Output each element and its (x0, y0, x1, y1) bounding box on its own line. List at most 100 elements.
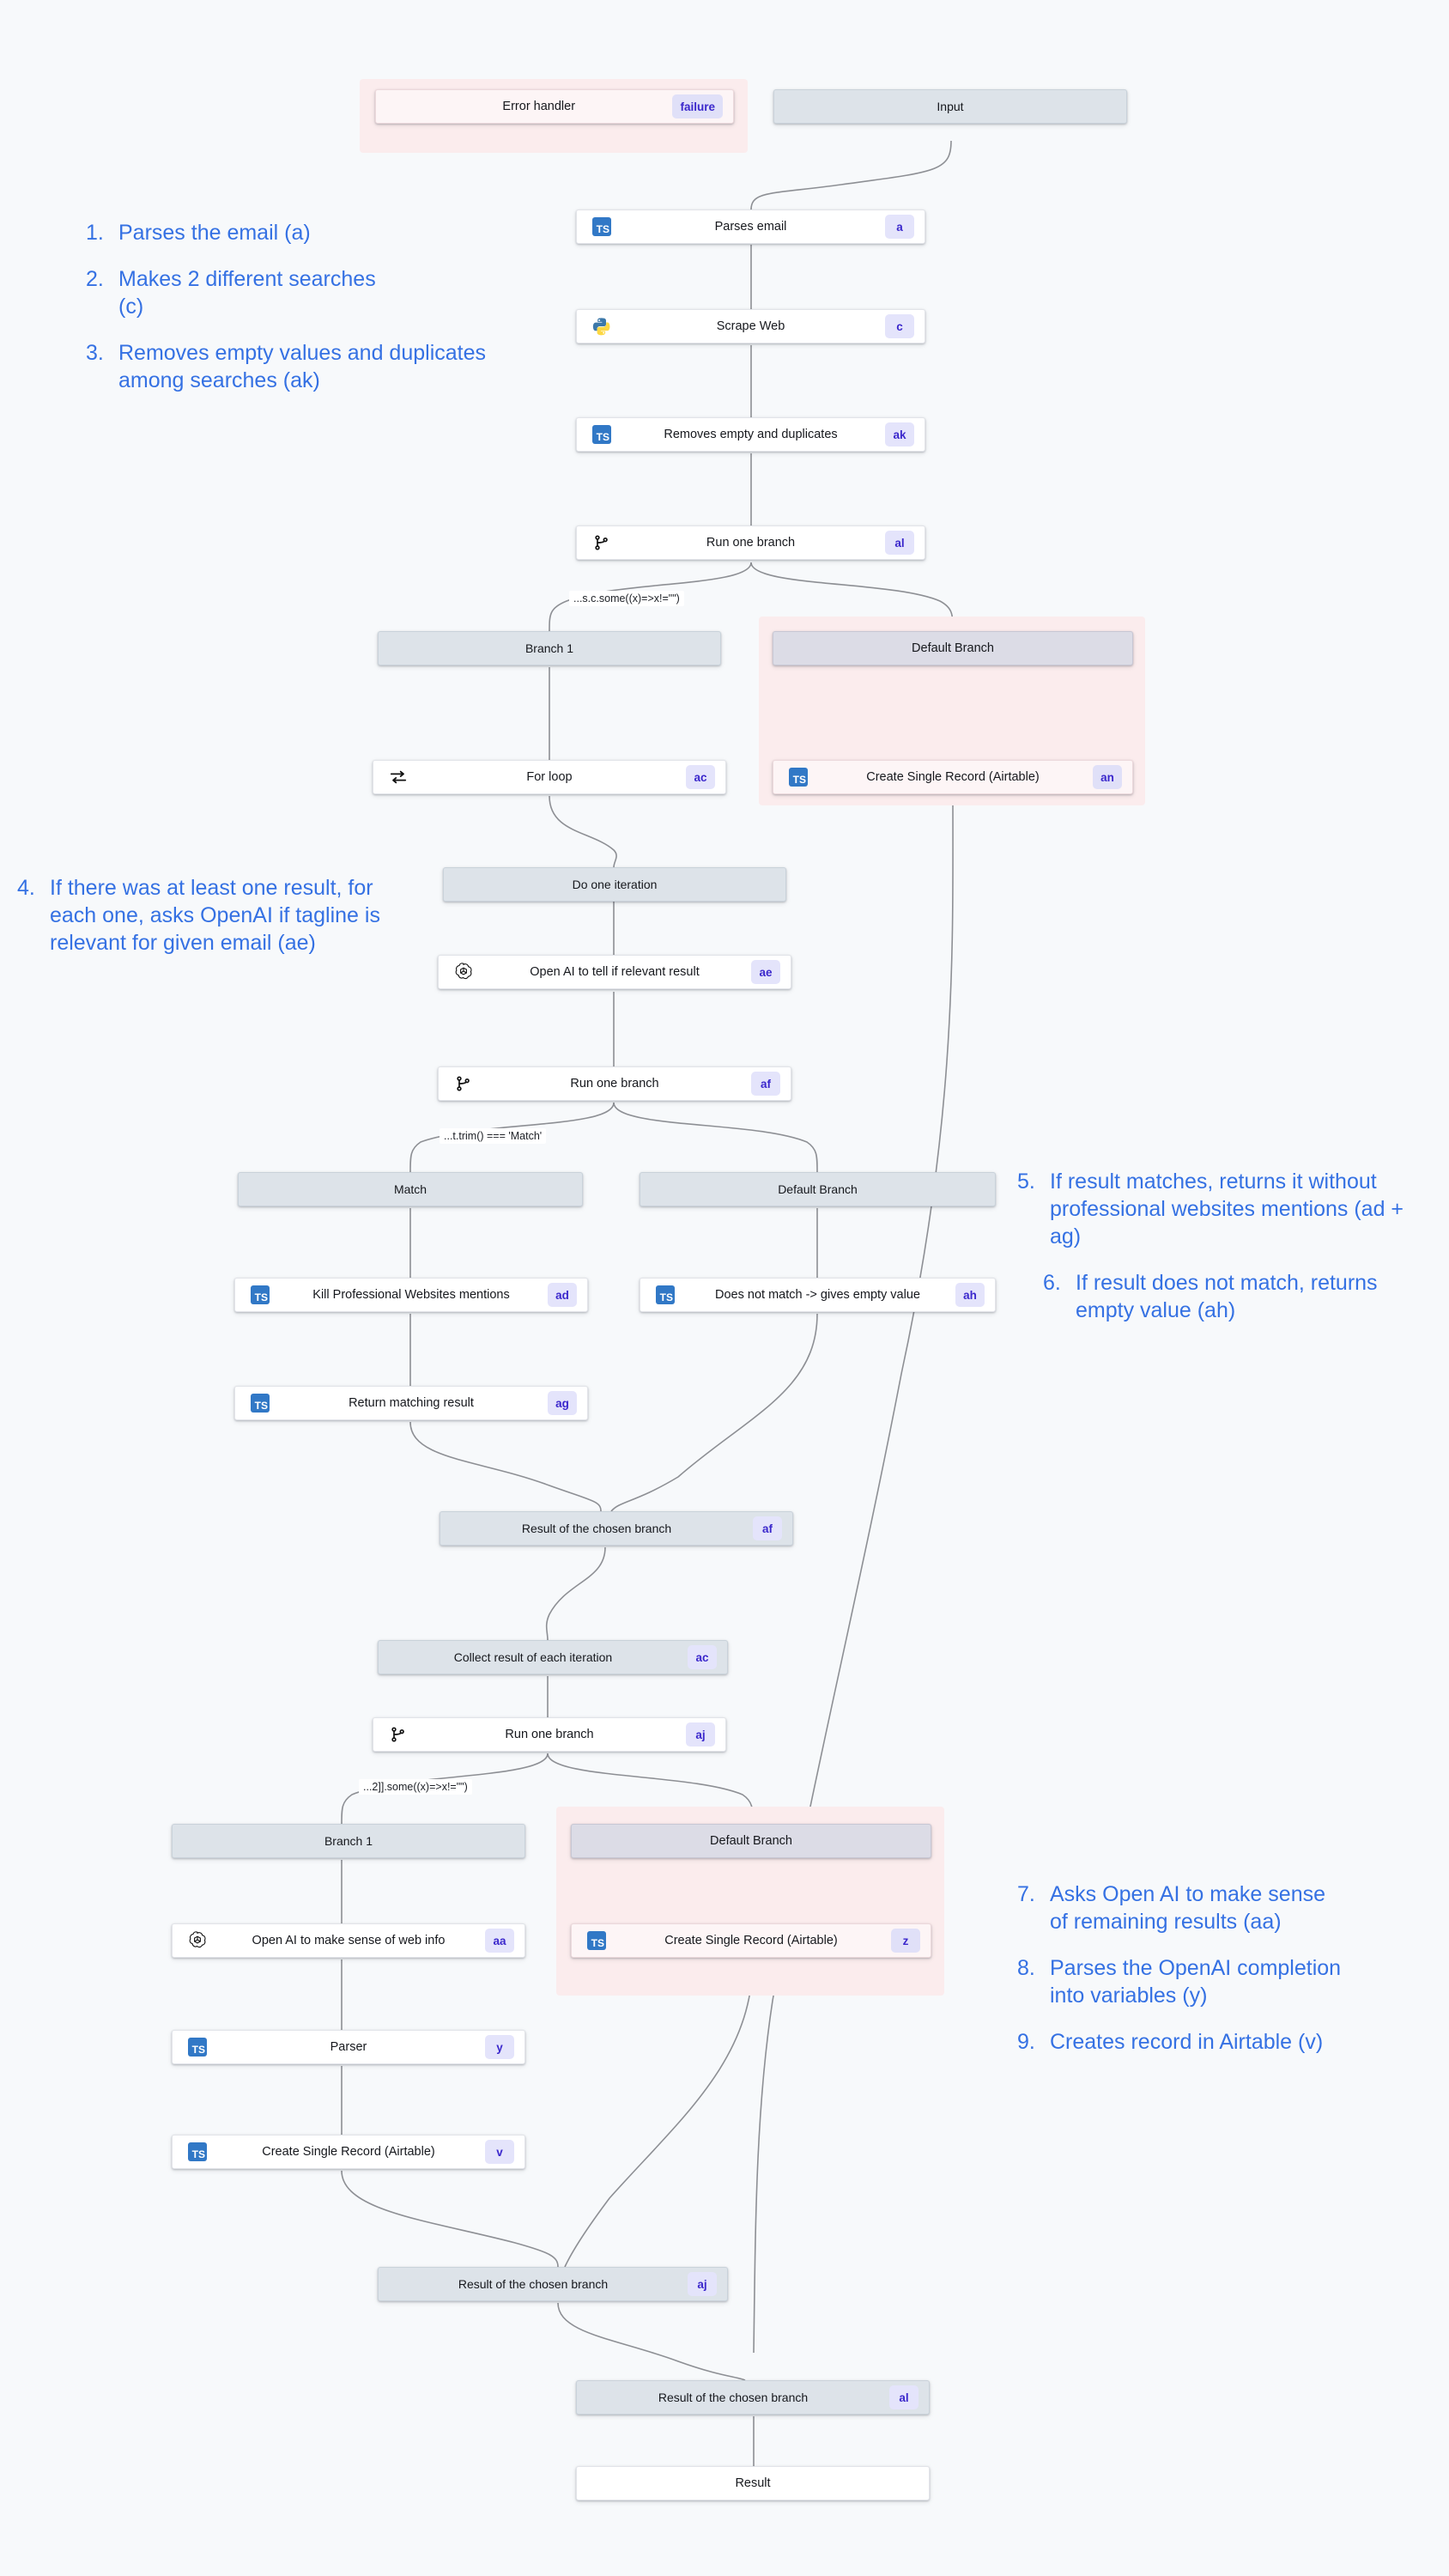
annotation-number: 9. (1017, 2030, 1035, 2054)
node-label: Error handler (502, 100, 576, 113)
node-openai-make-sense-web-info[interactable]: Open AI to make sense of web info aa (172, 1923, 525, 1958)
node-badge-af: af (753, 1516, 782, 1540)
node-openai-relevant-result[interactable]: Open AI to tell if relevant result ae (438, 955, 791, 989)
node-label: Default Branch (778, 1182, 858, 1196)
node-badge-ag: ag (548, 1391, 577, 1415)
branch-icon (449, 1074, 478, 1093)
node-badge-ah: ah (955, 1283, 985, 1307)
annotation-item: 9. Creates record in Airtable (v) (1017, 2028, 1378, 2056)
node-input[interactable]: Input (773, 89, 1127, 124)
node-badge-an: an (1093, 765, 1122, 789)
node-default-branch-mid[interactable]: Default Branch (640, 1172, 996, 1206)
annotation-list-right-bottom: 7. Asks Open AI to make sense of remaini… (1017, 1880, 1378, 2075)
node-label: For loop (526, 770, 573, 784)
node-badge-ac: ac (686, 765, 715, 789)
node-for-loop[interactable]: For loop ac (373, 760, 726, 794)
node-match[interactable]: Match (238, 1172, 583, 1206)
node-label: Result (735, 2476, 771, 2490)
node-create-single-record-z[interactable]: TS Create Single Record (Airtable) z (571, 1923, 931, 1958)
node-branch-1-bottom[interactable]: Branch 1 (172, 1824, 525, 1858)
node-result-of-chosen-branch-af[interactable]: Result of the chosen branch af (440, 1511, 793, 1546)
annotation-text: If there was at least one result, for ea… (50, 876, 380, 955)
annotation-item: 7. Asks Open AI to make sense of remaini… (1017, 1880, 1378, 1935)
node-create-single-record-v[interactable]: TS Create Single Record (Airtable) v (172, 2135, 525, 2169)
annotation-number: 2. (86, 267, 104, 291)
typescript-icon: TS (587, 217, 616, 236)
annotation-list-left-top: 1. Parses the email (a) 2. Makes 2 diffe… (86, 219, 515, 413)
node-removes-empty-duplicates[interactable]: TS Removes empty and duplicates ak (576, 417, 925, 452)
branch-icon (384, 1725, 413, 1744)
edge-label-condition-top: ...s.c.some((x)=>x!="") (569, 591, 684, 606)
node-badge-z: z (891, 1929, 920, 1953)
annotation-text: Parses the email (a) (118, 221, 311, 245)
node-label: Open AI to tell if relevant result (530, 965, 700, 979)
node-collect-result-each-iteration[interactable]: Collect result of each iteration ac (378, 1640, 728, 1674)
annotation-number: 3. (86, 341, 104, 365)
node-return-matching-result[interactable]: TS Return matching result ag (234, 1386, 588, 1420)
node-badge-aj: aj (686, 1722, 715, 1747)
annotation-text: Removes empty values and duplicates amon… (118, 341, 487, 392)
node-parser[interactable]: TS Parser y (172, 2030, 525, 2064)
node-default-branch-bottom[interactable]: Default Branch (571, 1824, 931, 1858)
node-kill-professional-websites-mentions[interactable]: TS Kill Professional Websites mentions a… (234, 1278, 588, 1312)
annotation-number: 6. (1043, 1271, 1061, 1295)
node-badge-ad: ad (548, 1283, 577, 1307)
annotation-number: 1. (86, 221, 104, 245)
node-branch-1-top[interactable]: Branch 1 (378, 631, 721, 665)
node-default-branch-top[interactable]: Default Branch (773, 631, 1133, 665)
node-result-of-chosen-branch-al[interactable]: Result of the chosen branch al (576, 2380, 930, 2415)
node-label: Parser (330, 2040, 367, 2054)
typescript-icon: TS (582, 1931, 611, 1950)
node-label: Kill Professional Websites mentions (312, 1288, 510, 1302)
typescript-icon: TS (651, 1285, 680, 1304)
annotation-item: 4. If there was at least one result, for… (17, 874, 412, 957)
annotation-number: 7. (1017, 1882, 1035, 1906)
typescript-icon: TS (587, 425, 616, 444)
node-label: Return matching result (349, 1396, 474, 1410)
node-label: Result of the chosen branch (521, 1522, 672, 1535)
node-badge-v: v (485, 2140, 514, 2164)
node-does-not-match-empty-value[interactable]: TS Does not match -> gives empty value a… (640, 1278, 996, 1312)
node-do-one-iteration[interactable]: Do one iteration (443, 867, 786, 902)
typescript-icon: TS (183, 2038, 212, 2057)
typescript-icon: TS (784, 768, 813, 787)
node-run-one-branch-al[interactable]: Run one branch al (576, 526, 925, 560)
node-label: Do one iteration (572, 878, 658, 891)
node-run-one-branch-af[interactable]: Run one branch af (438, 1066, 791, 1101)
node-label: Result of the chosen branch (458, 2277, 609, 2291)
node-label: Input (937, 100, 964, 113)
annotation-item: 6. If result does not match, returns emp… (1043, 1269, 1429, 1324)
node-label: Branch 1 (524, 641, 574, 655)
node-badge-al: al (885, 531, 914, 555)
node-badge-ac: ac (688, 1645, 717, 1669)
node-label: Open AI to make sense of web info (252, 1934, 446, 1947)
node-label: Parses email (714, 220, 787, 234)
node-run-one-branch-aj[interactable]: Run one branch aj (373, 1717, 726, 1752)
node-scrape-web[interactable]: Scrape Web c (576, 309, 925, 343)
python-icon (587, 317, 616, 336)
node-badge-ak: ak (885, 422, 914, 447)
node-label: Default Branch (912, 641, 994, 655)
annotation-list-left-mid: 4. If there was at least one result, for… (17, 874, 412, 975)
node-error-handler[interactable]: Error handler failure (375, 89, 734, 124)
annotation-text: Parses the OpenAI completion into variab… (1050, 1956, 1342, 2008)
typescript-icon: TS (246, 1394, 275, 1413)
node-result-of-chosen-branch-aj[interactable]: Result of the chosen branch aj (378, 2267, 728, 2301)
node-label: Run one branch (570, 1077, 659, 1091)
node-badge-af: af (751, 1072, 780, 1096)
node-label: Default Branch (710, 1834, 792, 1848)
openai-icon (183, 1930, 212, 1951)
annotation-item: 2. Makes 2 different searches (c) (86, 265, 515, 320)
node-label: Create Single Record (Airtable) (866, 770, 1040, 784)
node-parses-email[interactable]: TS Parses email a (576, 210, 925, 244)
node-label: Scrape Web (716, 319, 785, 333)
node-result-final[interactable]: Result (576, 2466, 930, 2500)
annotation-text: If result does not match, returns empty … (1076, 1271, 1378, 1322)
node-create-single-record-an[interactable]: TS Create Single Record (Airtable) an (773, 760, 1133, 794)
node-label: Create Single Record (Airtable) (262, 2145, 435, 2159)
node-label: Run one branch (706, 536, 796, 550)
annotation-number: 5. (1017, 1170, 1035, 1194)
edge-label-condition-match: ...t.trim() === 'Match' (440, 1128, 547, 1144)
annotation-number: 8. (1017, 1956, 1035, 1980)
node-label: Collect result of each iteration (453, 1650, 613, 1664)
